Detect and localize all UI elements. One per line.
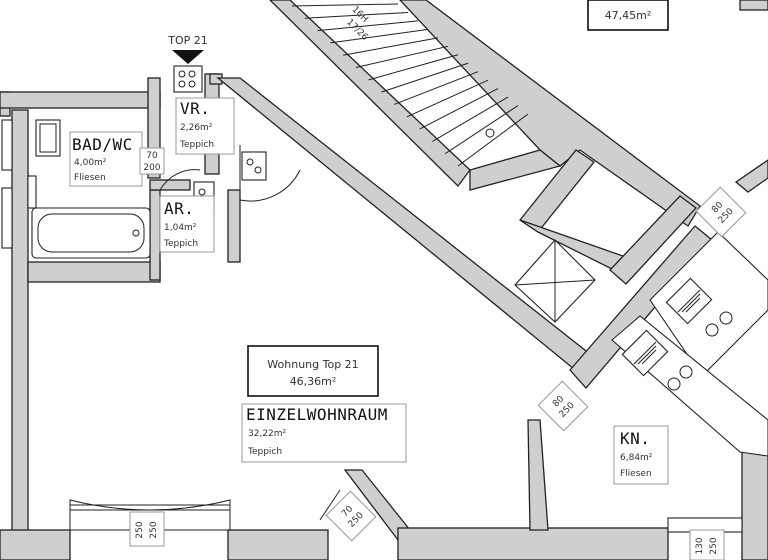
room-box-ar [159,195,215,253]
top-right-area: 47,45m² [605,9,652,22]
socket-icon [173,65,203,93]
unit-label: TOP 21 [167,34,208,47]
door-tag-window [129,511,165,547]
room-area-ewr: 32,22m² [248,429,287,439]
stair-tread [381,62,469,93]
unit-marker-icon [172,50,204,64]
stair-tread [291,3,399,7]
door-tag-entry [325,490,377,542]
wall-top-corner [739,0,768,11]
room-name-ewr: EINZELWOHNRAUM [246,405,388,424]
room-area-ar: 1,04m² [164,223,197,233]
bathtub [31,207,151,259]
stair-tread [317,20,419,32]
door-tag-bad [139,147,165,175]
stair-tread [432,96,509,142]
wall-ar-left [149,189,161,281]
left-window [1,187,13,249]
wall-bottom-mid [227,529,329,560]
wall-bottom-left [0,529,71,560]
room-box-kn [613,425,669,485]
room-area-kn: 6,84m² [620,453,653,463]
room-name-vr: VR. [180,99,210,118]
stair-tread [457,113,529,167]
unit-box [247,345,379,397]
switch-icon [241,151,267,181]
room-area-bad: 4,00m² [74,158,107,168]
room-name-bad: BAD/WC [72,135,133,154]
room-floor-vr: Teppich [179,140,214,150]
win-bottom-h: 250 [149,521,159,538]
room-box-vr [175,97,235,155]
room-area-vr: 2,26m² [180,123,213,133]
bath-shelf [27,175,37,209]
top-right-area-box [587,0,669,31]
wall-shaft-right [609,195,697,285]
stair-tread [406,79,489,118]
door-tag-right-window [689,529,725,560]
stair-treads [291,3,529,167]
door-tag-kn [537,380,589,432]
sink-icon [665,277,713,325]
room-name-kn: KN. [620,429,650,448]
door-bad-w: 70 [146,151,158,161]
entry-door-leaf [319,489,341,521]
win-right-h: 250 [709,537,719,554]
door-tag-right [695,186,747,238]
wall-kn-left [527,419,549,531]
room-box-bad [69,131,143,187]
stair-tread [330,28,429,44]
room-floor-kn: Fliesen [620,469,652,479]
door-swing-bath [159,169,201,191]
stair-end-marker [485,128,495,138]
stair-tread [342,37,439,56]
wall-top-bath [0,91,161,109]
unit-box-area: 46,36m² [290,375,337,388]
wall-bottom-right [397,527,669,560]
door-bad-h: 200 [143,163,160,173]
unit-box-name: Wohnung Top 21 [267,358,358,371]
wall-ar-right [227,189,241,263]
stair-tread [393,71,479,105]
win-right-w: 130 [695,537,705,554]
stair-tread [419,88,499,130]
wall-bath-bottom [27,261,161,283]
wall-ar-top [149,179,191,191]
stair-tread [444,105,519,155]
left-window-top [1,119,13,171]
stair-tread [355,45,449,69]
wall-left-outer [11,109,29,560]
room-floor-ar: Teppich [163,239,198,249]
wall-stair-bottom [469,149,562,191]
door-swing-vr [239,145,301,202]
room-floor-ewr: Teppich [247,447,282,457]
sink-icon-lower [621,329,669,377]
room-name-ar: AR. [164,199,194,218]
room-box-ewr [241,403,407,463]
stair-tread [304,11,409,19]
stair-tread [368,54,459,81]
win-bottom-w: 250 [135,521,145,538]
room-floor-bad: Fliesen [74,173,106,183]
wall-right-top [734,159,768,193]
stove-icon [667,311,733,391]
